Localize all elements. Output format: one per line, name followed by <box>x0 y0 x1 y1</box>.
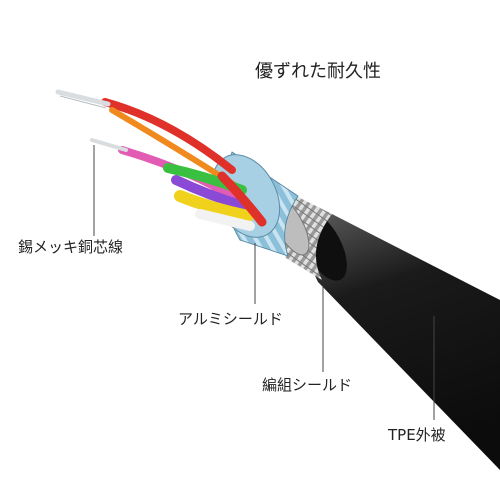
label-tpe-jacket: TPE外被 <box>388 426 446 444</box>
tpe-jacket <box>310 212 500 470</box>
label-braided-shield: 編組シールド <box>262 376 353 394</box>
inner-wire-bundle <box>101 98 267 231</box>
copper-strand-2 <box>90 138 128 152</box>
label-tinned-copper: 錫メッキ銅芯線 <box>18 238 124 256</box>
copper-strand-3 <box>59 95 107 109</box>
wire-purple <box>171 175 249 211</box>
leader-lines <box>93 145 435 420</box>
label-aluminum-shield: アルミシールド <box>178 310 283 328</box>
product-title: 優ずれた耐久性 <box>255 61 381 82</box>
wire-red <box>101 98 236 174</box>
wire-red-2 <box>217 171 267 227</box>
wire-yellow <box>174 190 254 222</box>
tinned-copper-conductors <box>55 89 128 152</box>
wire-white <box>195 209 255 231</box>
wire-orange <box>109 107 239 189</box>
copper-strand-1 <box>55 89 111 107</box>
